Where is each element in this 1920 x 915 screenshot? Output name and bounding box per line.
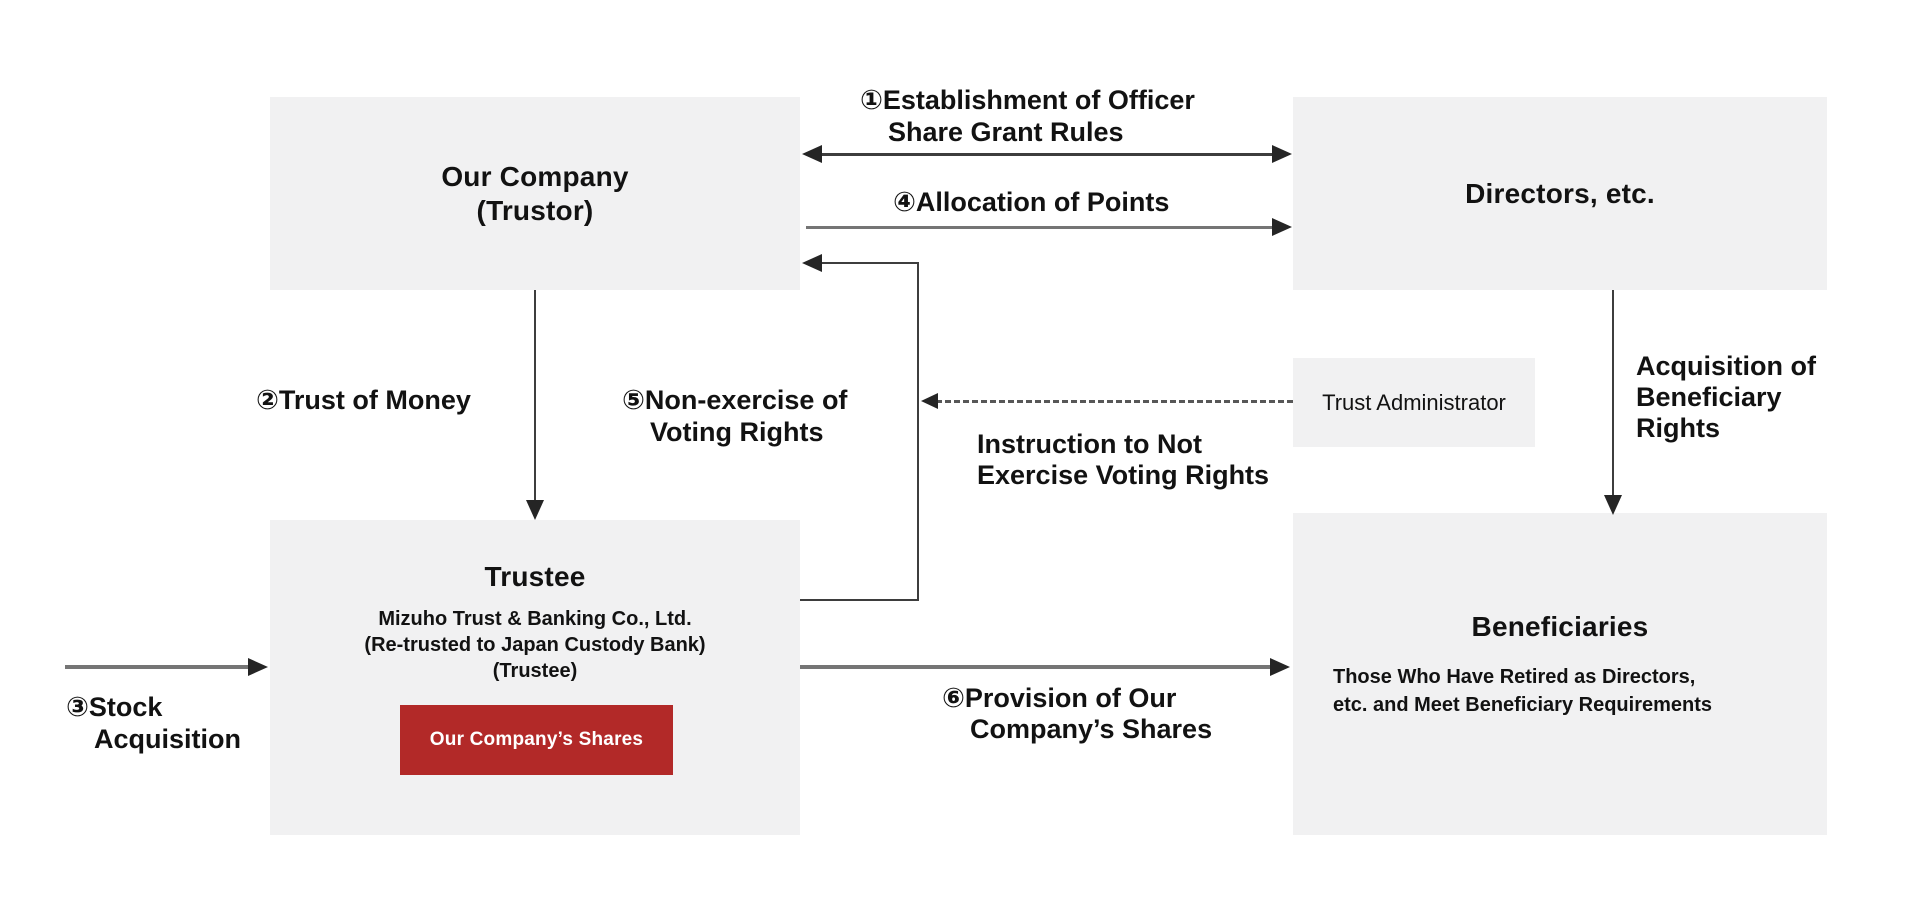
arrow-nonexercise-bottom-line: [800, 599, 919, 601]
label-step6-line2: Company’s Shares: [970, 714, 1213, 744]
arrow-trust-of-money-head-icon: [526, 500, 544, 520]
arrow-instruction-head-icon: [921, 393, 938, 409]
our-company-shares-label: Our Company’s Shares: [429, 729, 644, 750]
arrow-instruction-dashed-line: [936, 400, 1293, 403]
trustee-subtitle-line2: (Re-trusted to Japan Custody Bank): [364, 634, 706, 656]
arrow-trust-of-money-line: [534, 290, 536, 502]
trustee-title: Trustee: [484, 561, 586, 592]
arrow-establishment-line: [820, 153, 1274, 156]
label-instruction-line1: Instruction to Not: [977, 429, 1202, 459]
trustee-subtitle: Mizuho Trust & Banking Co., Ltd. (Re-tru…: [270, 606, 800, 684]
label-step3-line2: Acquisition: [94, 724, 241, 754]
our-company-title: Our Company (Trustor): [270, 160, 800, 228]
arrow-nonexercise-top-line: [820, 262, 917, 264]
label-acquisition: Acquisition of Beneficiary Rights: [1636, 351, 1816, 444]
label-step5-line1: ⑤Non-exercise of: [622, 385, 848, 415]
our-company-title-line1: Our Company: [441, 160, 629, 192]
label-acquisition-line1: Acquisition of: [1636, 351, 1816, 381]
arrow-stock-acquisition-line: [65, 665, 250, 669]
our-company-shares-box: Our Company’s Shares: [400, 705, 673, 775]
label-instruction: Instruction to Not Exercise Voting Right…: [977, 429, 1269, 491]
beneficiaries-title: Beneficiaries: [1471, 611, 1649, 642]
label-instruction-line2: Exercise Voting Rights: [977, 460, 1270, 490]
label-step2: ②Trust of Money: [256, 385, 471, 415]
label-step1-line1: ①Establishment of Officer: [860, 85, 1195, 115]
label-step5: ⑤Non-exercise of Voting Rights: [622, 384, 847, 448]
directors-title: Directors, etc.: [1465, 177, 1655, 209]
arrow-provision-head-icon: [1270, 658, 1290, 676]
arrow-beneficiary-rights-head-icon: [1604, 495, 1622, 515]
label-step4: ④Allocation of Points: [893, 187, 1170, 217]
beneficiaries-description: Those Who Have Retired as Directors, etc…: [1333, 663, 1712, 719]
our-company-title-line2: (Trustor): [476, 194, 594, 226]
beneficiaries-description-line2: etc. and Meet Beneficiary Requirements: [1333, 694, 1713, 716]
beneficiaries-description-line1: Those Who Have Retired as Directors,: [1333, 666, 1696, 688]
label-step5-line2: Voting Rights: [650, 417, 824, 447]
label-step3: ③Stock Acquisition: [66, 691, 241, 755]
arrow-nonexercise-head-icon: [802, 254, 822, 272]
trustee-box: Trustee Mizuho Trust & Banking Co., Ltd.…: [270, 520, 800, 835]
arrow-nonexercise-vertical-line: [917, 262, 919, 601]
arrow-allocation-head-icon: [1272, 218, 1292, 236]
trust-administrator-title: Trust Administrator: [1322, 389, 1506, 415]
label-acquisition-line3: Rights: [1636, 413, 1720, 443]
trust-administrator-box: Trust Administrator: [1293, 358, 1535, 447]
label-step6: ⑥Provision of Our Company’s Shares: [942, 683, 1212, 745]
arrow-allocation-line: [806, 226, 1272, 229]
arrow-stock-acquisition-head-icon: [248, 658, 268, 676]
directors-box: Directors, etc.: [1293, 97, 1827, 290]
label-step3-line1: ③Stock: [66, 692, 163, 722]
arrow-establishment-left-head-icon: [802, 145, 822, 163]
our-company-box: Our Company (Trustor): [270, 97, 800, 290]
trustee-subtitle-line3: (Trustee): [492, 660, 578, 682]
label-step6-line1: ⑥Provision of Our: [942, 683, 1177, 713]
beneficiaries-box: Beneficiaries Those Who Have Retired as …: [1293, 513, 1827, 835]
label-step1: ①Establishment of Officer Share Grant Ru…: [860, 84, 1195, 148]
arrow-provision-line: [800, 665, 1272, 669]
arrow-beneficiary-rights-line: [1612, 290, 1614, 497]
label-acquisition-line2: Beneficiary: [1636, 382, 1782, 412]
trustee-subtitle-line1: Mizuho Trust & Banking Co., Ltd.: [378, 608, 692, 630]
arrow-establishment-right-head-icon: [1272, 145, 1292, 163]
label-step1-line2: Share Grant Rules: [888, 117, 1124, 147]
